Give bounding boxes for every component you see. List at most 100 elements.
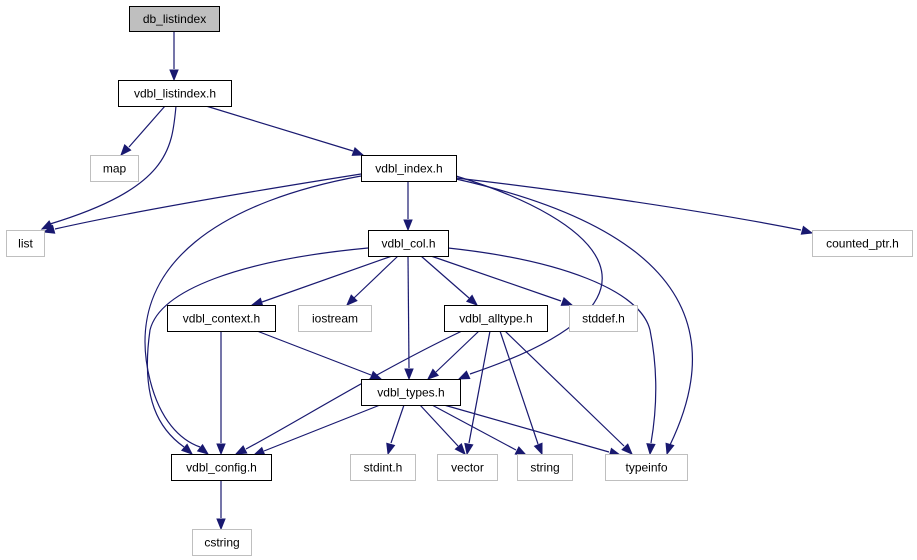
node-label: map bbox=[103, 162, 127, 176]
node-box bbox=[192, 529, 252, 556]
arrowhead bbox=[386, 442, 396, 456]
node-vector: vector bbox=[437, 454, 498, 481]
edge-line bbox=[455, 175, 603, 375]
edge-line bbox=[419, 404, 459, 447]
edge-vdbl-index-h-to-counted-ptr-h bbox=[455, 177, 814, 235]
node-label: vdbl_config.h bbox=[186, 461, 257, 475]
edge-line bbox=[455, 177, 802, 231]
node-vdbl-col-h[interactable]: vdbl_col.h bbox=[368, 230, 449, 257]
node-vdbl-context-h[interactable]: vdbl_context.h bbox=[167, 305, 276, 332]
node-label: typeinfo bbox=[625, 461, 667, 475]
node-label: list bbox=[18, 237, 33, 251]
arrowhead bbox=[234, 445, 248, 455]
node-label: vdbl_alltype.h bbox=[459, 312, 532, 326]
arrowhead bbox=[404, 368, 414, 381]
arrowhead bbox=[464, 442, 474, 456]
edge-vdbl-col-h-to-typeinfo bbox=[447, 247, 657, 456]
node-counted-ptr-h: counted_ptr.h bbox=[812, 230, 913, 257]
node-box bbox=[812, 230, 913, 257]
node-box bbox=[129, 6, 220, 32]
arrowhead bbox=[465, 294, 479, 306]
edge-line bbox=[261, 255, 393, 303]
node-label: cstring bbox=[204, 536, 239, 550]
edge-line bbox=[468, 330, 491, 444]
edge-line bbox=[54, 173, 362, 230]
node-vdbl-listindex-h[interactable]: vdbl_listindex.h bbox=[118, 80, 232, 107]
node-box bbox=[298, 305, 372, 332]
node-label: vector bbox=[451, 461, 484, 475]
arrowhead bbox=[216, 518, 226, 531]
edge-vdbl-index-h-to-vdbl-types-h bbox=[455, 175, 603, 380]
edge-line bbox=[431, 404, 517, 451]
arrowhead bbox=[196, 443, 210, 455]
node-typeinfo: typeinfo bbox=[605, 454, 688, 481]
arrowhead bbox=[457, 370, 471, 380]
node-box bbox=[6, 230, 45, 257]
edge-vdbl-alltype-h-to-string bbox=[499, 330, 543, 456]
node-box bbox=[569, 305, 638, 332]
node-vdbl-config-h[interactable]: vdbl_config.h bbox=[171, 454, 272, 481]
node-label: vdbl_context.h bbox=[183, 312, 260, 326]
node-vdbl-types-h[interactable]: vdbl_types.h bbox=[361, 379, 461, 406]
arrowhead bbox=[250, 297, 264, 307]
edge-line bbox=[144, 175, 362, 448]
node-label: vdbl_types.h bbox=[377, 386, 444, 400]
node-vdbl-index-h[interactable]: vdbl_index.h bbox=[361, 155, 457, 182]
edge-vdbl-alltype-h-to-typeinfo bbox=[504, 330, 633, 455]
edge-line bbox=[146, 247, 369, 448]
arrowhead bbox=[180, 443, 194, 455]
edge-vdbl-listindex-h-to-map bbox=[120, 105, 166, 157]
node-label: vdbl_index.h bbox=[375, 162, 442, 176]
arrowhead bbox=[533, 442, 543, 456]
arrowhead bbox=[169, 69, 179, 82]
edge-line bbox=[245, 330, 463, 450]
node-box bbox=[444, 305, 548, 332]
edge-vdbl-context-h-to-vdbl-config-h bbox=[216, 331, 226, 456]
edge-line bbox=[390, 404, 405, 444]
edge-vdbl-index-h-to-typeinfo bbox=[455, 178, 693, 456]
node-box bbox=[368, 230, 449, 257]
node-vdbl-alltype-h[interactable]: vdbl_alltype.h bbox=[444, 305, 548, 332]
node-stdint-h: stdint.h bbox=[350, 454, 416, 481]
node-label: stddef.h bbox=[582, 312, 625, 326]
edge-line bbox=[49, 105, 177, 225]
node-label: vdbl_listindex.h bbox=[134, 87, 216, 101]
arrowhead bbox=[216, 443, 226, 456]
node-label: db_listindex bbox=[143, 12, 206, 26]
edge-vdbl-col-h-to-iostream bbox=[346, 255, 399, 306]
node-stddef-h: stddef.h bbox=[569, 305, 638, 332]
node-label: stdint.h bbox=[364, 461, 403, 475]
node-box bbox=[517, 454, 573, 481]
edge-vdbl-config-h-to-cstring bbox=[216, 480, 226, 531]
edge-vdbl-col-h-to-vdbl-config-h bbox=[146, 247, 369, 455]
edge-vdbl-col-h-to-stddef-h bbox=[430, 255, 574, 306]
arrowhead bbox=[120, 144, 132, 157]
node-label: iostream bbox=[312, 312, 358, 326]
edge-line bbox=[353, 255, 399, 299]
edge-line bbox=[447, 247, 657, 444]
arrowhead bbox=[621, 443, 633, 455]
edge-vdbl-types-h-to-stdint-h bbox=[386, 404, 405, 456]
edge-line bbox=[256, 330, 372, 376]
edge-vdbl-index-h-to-list bbox=[42, 173, 362, 234]
edge-line bbox=[504, 330, 625, 447]
edge-line bbox=[435, 330, 480, 373]
node-db-listindex[interactable]: db_listindex bbox=[129, 6, 220, 32]
edge-line bbox=[263, 404, 381, 452]
node-map: map bbox=[90, 155, 139, 182]
edge-vdbl-alltype-h-to-vdbl-types-h bbox=[426, 330, 480, 380]
edge-vdbl-alltype-h-to-vector bbox=[464, 330, 491, 456]
node-list: list bbox=[6, 230, 45, 257]
node-box bbox=[118, 80, 232, 107]
node-label: vdbl_col.h bbox=[381, 237, 435, 251]
edge-vdbl-index-h-to-vdbl-col-h bbox=[403, 181, 413, 232]
arrowhead bbox=[351, 146, 365, 156]
arrowhead bbox=[560, 296, 574, 306]
node-box bbox=[361, 379, 461, 406]
edge-db-listindex-to-vdbl-listindex-h bbox=[169, 31, 179, 82]
node-label: counted_ptr.h bbox=[826, 237, 899, 251]
node-box bbox=[361, 155, 457, 182]
node-box bbox=[605, 454, 688, 481]
arrowhead bbox=[800, 225, 814, 235]
